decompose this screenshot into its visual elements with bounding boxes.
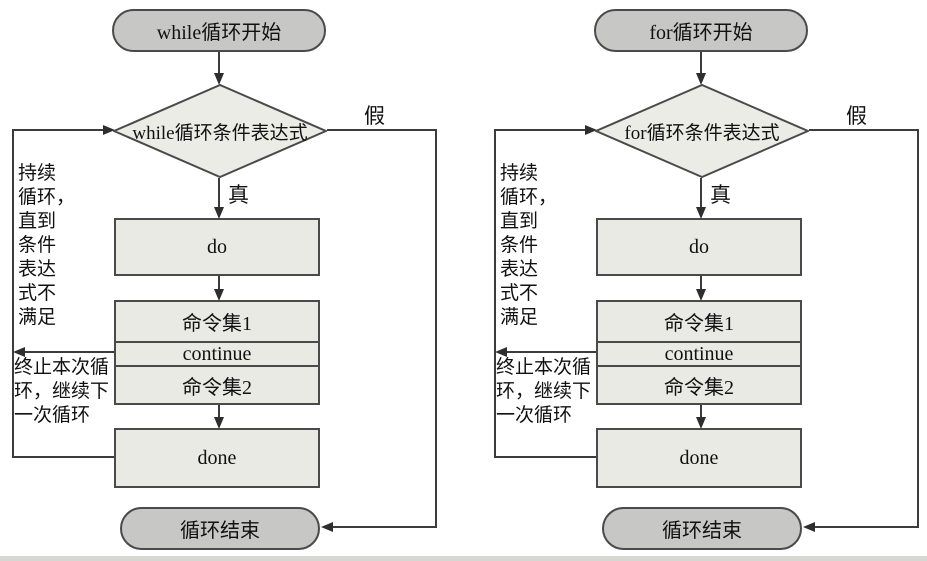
continue-loop-line [506,351,596,353]
loop-note: 持续 循环， 直到 条件 表达 式不 满足 [18,163,76,328]
do-process: do [596,218,802,276]
start-terminal: for循环开始 [594,9,808,52]
command-set-2-row: 命令集2 [598,367,800,403]
start-to-condition-line [218,52,220,74]
continue-loop-line [24,351,114,353]
commands-to-done-arrowhead-icon [696,417,706,429]
do-process-label: do [689,235,709,258]
flowchart-while-loop: while循环开始 while循环条件表达式 假 真 do 命令集1 conti… [0,0,447,561]
start-terminal-label: while循环开始 [156,22,282,44]
continue-row: continue [116,341,318,367]
end-terminal: 循环结束 [602,507,802,550]
done-process: done [114,428,320,488]
start-to-condition-arrowhead-icon [214,73,224,85]
end-terminal-label: 循环结束 [662,520,742,542]
loop-back-vertical-line [12,129,14,458]
condition-decision-shape [595,84,809,178]
arrowhead-into-condition-icon [103,125,115,135]
arrowhead-into-condition-icon [585,125,597,135]
start-terminal: while循环开始 [112,9,326,52]
condition-decision-label: for循环条件表达式 [624,122,780,144]
continue-label: continue [664,342,734,365]
command-set-1-row: 命令集1 [598,302,800,341]
condition-false-line-bottom [333,526,437,528]
condition-false-line-top [809,129,919,131]
end-terminal-label: 循环结束 [180,520,260,542]
end-terminal: 循环结束 [120,507,320,550]
flowchart-for-loop: for循环开始 for循环条件表达式 假 真 do 命令集1 continue … [482,0,927,561]
do-to-commands-arrowhead-icon [696,289,706,301]
do-to-commands-line [218,276,220,290]
command-stack: 命令集1 continue 命令集2 [114,300,320,405]
continue-loop-arrowhead-icon [13,347,25,357]
start-to-condition-arrowhead-icon [696,73,706,85]
loop-back-line-into-condition [12,129,104,131]
commands-to-done-arrowhead-icon [214,417,224,429]
true-branch-label: 真 [710,183,731,207]
loop-note: 持续 循环， 直到 条件 表达 式不 满足 [500,163,558,328]
do-process: do [114,218,320,276]
false-to-end-arrowhead-icon [803,522,815,532]
command-set-1-label: 命令集1 [664,313,734,335]
condition-false-line-top [327,129,437,131]
condition-true-arrowhead-icon [214,207,224,219]
false-branch-label: 假 [846,104,867,128]
done-to-loop-back-line [494,456,597,458]
continue-row: continue [598,341,800,367]
condition-true-line [218,178,220,208]
loop-back-vertical-line [494,129,496,458]
page-bottom-edge [0,556,927,561]
continue-note: 终止本次循 环，继续下 一次循环 [14,357,110,426]
false-to-end-arrowhead-icon [321,522,333,532]
do-to-commands-arrowhead-icon [214,289,224,301]
false-branch-label: 假 [364,104,385,128]
do-to-commands-line [700,276,702,290]
commands-to-done-line [218,405,220,419]
condition-false-line-vertical [435,129,437,527]
true-branch-label: 真 [228,183,249,207]
command-stack: 命令集1 continue 命令集2 [596,300,802,405]
done-to-loop-back-line [12,456,115,458]
command-set-2-label: 命令集2 [182,376,252,399]
command-set-2-row: 命令集2 [116,367,318,403]
done-process: done [596,428,802,488]
done-process-label: done [197,446,237,469]
commands-to-done-line [700,405,702,419]
loop-back-line-into-condition [494,129,586,131]
command-set-1-row: 命令集1 [116,302,318,341]
condition-decision-label: while循环条件表达式 [132,122,308,144]
command-set-2-label: 命令集2 [664,376,734,399]
condition-false-line-bottom [815,526,919,528]
command-set-1-label: 命令集1 [182,313,252,335]
done-process-label: done [679,446,719,469]
condition-true-line [700,178,702,208]
continue-note: 终止本次循 环，继续下 一次循环 [496,357,592,426]
continue-label: continue [182,342,252,365]
start-terminal-label: for循环开始 [649,22,753,44]
condition-true-arrowhead-icon [696,207,706,219]
condition-decision-shape [113,84,327,178]
continue-loop-arrowhead-icon [495,347,507,357]
start-to-condition-line [700,52,702,74]
condition-false-line-vertical [917,129,919,527]
do-process-label: do [207,235,227,258]
